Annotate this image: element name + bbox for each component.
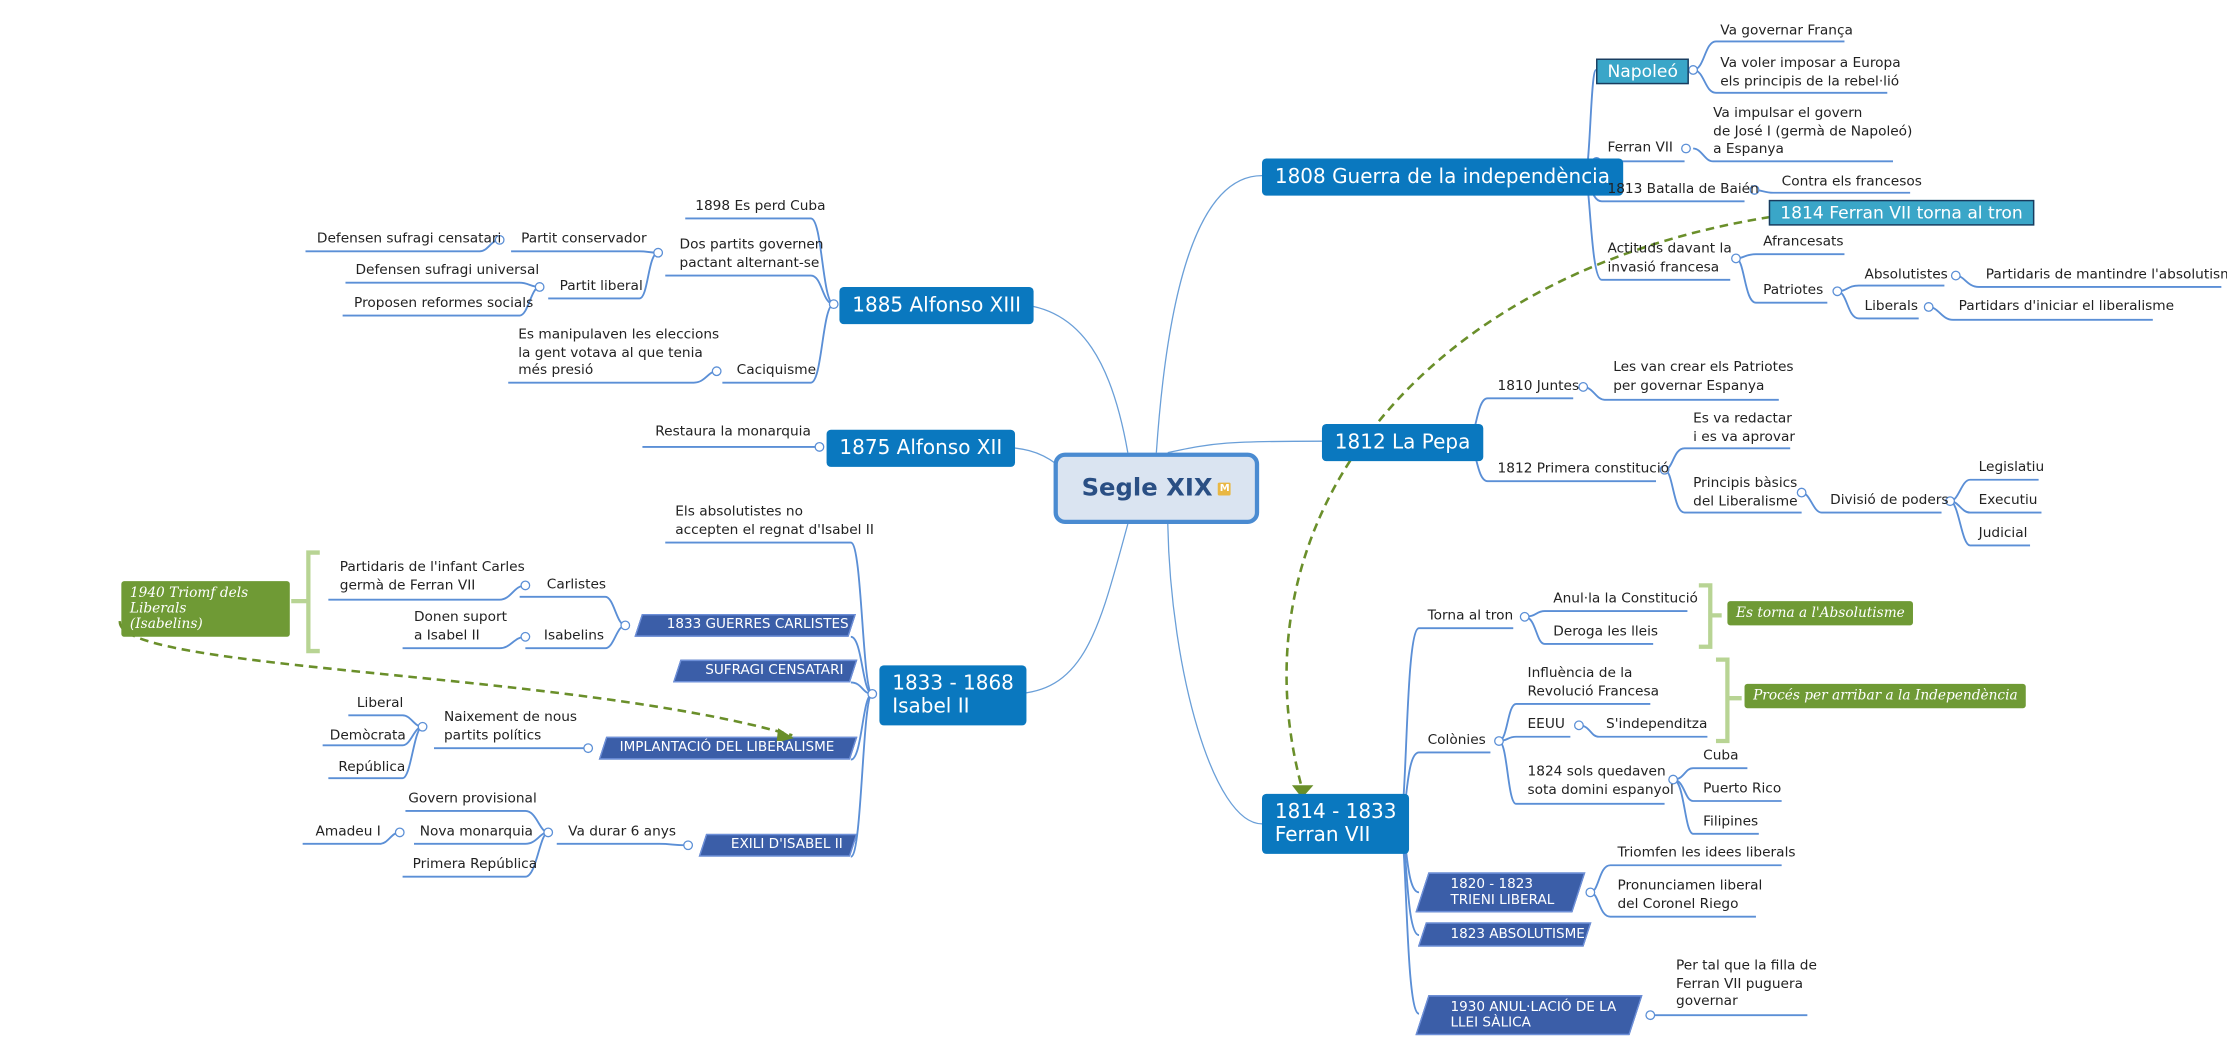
node-absolutistes-no[interactable]: Els absolutistes no accepten el regnat d… xyxy=(675,504,874,538)
callout-triomf-liberals[interactable]: 1940 Triomf dels Liberals (Isabelins) xyxy=(121,581,290,637)
node-sufragi-censatari[interactable]: SUFRAGI CENSATARI xyxy=(672,659,858,683)
central-topic[interactable]: Segle XIX M xyxy=(1053,452,1260,525)
node-democrata[interactable]: Demòcrata xyxy=(329,728,406,744)
topic-guerra[interactable]: 1808 Guerra de la independència xyxy=(1261,158,1623,196)
node-liberal[interactable]: Liberal xyxy=(356,695,404,712)
node-ferran-vii[interactable]: Ferran VII xyxy=(1607,139,1673,156)
node-legislatiu[interactable]: Legislatiu xyxy=(1978,459,2045,476)
node-sufragi-label: SUFRAGI CENSATARI xyxy=(705,662,844,679)
node-trieni-label: 1820 - 1823 TRIENI LIBERAL xyxy=(1450,875,1555,909)
topic-isabel[interactable]: 1833 - 1868 Isabel II xyxy=(879,665,1027,726)
node-llei-salica[interactable]: 1930 ANUL·LACIÓ DE LA LLEI SÀLICA xyxy=(1415,995,1643,1036)
node-amadeu[interactable]: Amadeu I xyxy=(315,823,381,840)
node-guerres-label: 1833 GUERRES CARLISTES xyxy=(666,617,849,633)
node-trieni-liberal[interactable]: 1820 - 1823 TRIENI LIBERAL xyxy=(1415,872,1586,913)
topic-alfonso-xii[interactable]: 1875 Alfonso XII xyxy=(826,429,1016,467)
node-reformes[interactable]: Proposen reformes socials xyxy=(354,295,534,312)
node-cuba[interactable]: Cuba xyxy=(1703,748,1739,764)
node-implantacio[interactable]: IMPLANTACIÓ DEL LIBERALISME xyxy=(598,736,858,760)
node-puerto-rico[interactable]: Puerto Rico xyxy=(1703,781,1782,797)
node-absolutisme-1823[interactable]: 1823 ABSOLUTISME xyxy=(1417,922,1592,947)
topic-alfonso-xiii[interactable]: 1885 Alfonso XIII xyxy=(839,286,1034,325)
node-ferran-vii-1[interactable]: Va impulsar el govern de José I (germà d… xyxy=(1713,105,1913,158)
node-naixement[interactable]: Naixement de nous partits polítics xyxy=(443,709,578,744)
node-constitucio[interactable]: 1812 Primera constitució xyxy=(1497,461,1670,477)
node-napoleo[interactable]: Napoleó xyxy=(1596,58,1690,85)
node-colonies[interactable]: Colònies xyxy=(1427,732,1486,749)
node-divisio[interactable]: Divisió de poders xyxy=(1830,492,1949,509)
node-republica[interactable]: República xyxy=(338,759,406,776)
node-principis[interactable]: Principis bàsics del Liberalisme xyxy=(1693,475,1798,510)
node-govern-provisional[interactable]: Govern provisional xyxy=(408,791,537,807)
node-llei-salica-label: 1930 ANUL·LACIÓ DE LA LLEI SÀLICA xyxy=(1450,998,1617,1031)
node-absolutisme-label: 1823 ABSOLUTISME xyxy=(1450,926,1585,942)
node-patriotes[interactable]: Patriotes xyxy=(1763,282,1824,299)
node-liberals-1[interactable]: Partidars d'iniciar el liberalisme xyxy=(1958,298,2175,315)
node-carlistes-1[interactable]: Partidaris de l'infant Carles germà de F… xyxy=(339,559,525,594)
node-executiu[interactable]: Executiu xyxy=(1978,492,2038,509)
node-primera-republica[interactable]: Primera República xyxy=(412,856,538,873)
node-absolutistes-1[interactable]: Partidaris de mantindre l'absolutisme xyxy=(1985,266,2227,283)
node-juntes[interactable]: 1810 Juntes xyxy=(1497,378,1580,395)
node-actituds[interactable]: Actituds davant la invasió francesa xyxy=(1607,241,1732,275)
node-deroga[interactable]: Deroga les lleis xyxy=(1553,623,1659,640)
node-afrancesats[interactable]: Afrancesats xyxy=(1763,234,1844,250)
topic-ferran[interactable]: 1814 - 1833 Ferran VII xyxy=(1261,793,1410,854)
node-triomfen[interactable]: Triomfen les idees liberals xyxy=(1617,845,1796,861)
node-partit-conservador[interactable]: Partit conservador xyxy=(521,231,647,248)
node-implantacio-label: IMPLANTACIÓ DEL LIBERALISME xyxy=(619,739,835,756)
node-napoleo-1[interactable]: Va governar França xyxy=(1720,22,1853,39)
node-sis-anys[interactable]: Va durar 6 anys xyxy=(568,823,677,840)
node-filipines[interactable]: Filipines xyxy=(1703,813,1759,830)
node-eeuu[interactable]: EEUU xyxy=(1527,716,1565,733)
node-exili[interactable]: EXILI D'ISABEL II xyxy=(698,833,858,857)
callout-independencia[interactable]: Procés per arribar a la Independència xyxy=(1744,683,2027,709)
node-napoleo-2[interactable]: Va voler imposar a Europa els principis … xyxy=(1720,55,1901,90)
node-judicial[interactable]: Judicial xyxy=(1978,525,2028,542)
node-manipulaven[interactable]: Es manipulaven les eleccions la gent vot… xyxy=(518,326,720,379)
node-baien-1[interactable]: Contra els francesos xyxy=(1781,174,1922,190)
marker-icon: M xyxy=(1218,481,1232,495)
node-isabelins[interactable]: Isabelins xyxy=(543,628,605,644)
node-caciquisme[interactable]: Caciquisme xyxy=(736,362,817,379)
node-anul-constitucio[interactable]: Anul·la la Constitució xyxy=(1553,591,1698,607)
node-censatari[interactable]: Defensen sufragi censatari xyxy=(316,231,502,248)
node-guerres-carlistes[interactable]: 1833 GUERRES CARLISTES xyxy=(634,613,856,637)
node-baien[interactable]: 1813 Batalla de Baién xyxy=(1607,181,1759,198)
node-dos-partits[interactable]: Dos partits governen pactant alternant-s… xyxy=(679,237,824,271)
node-redactar[interactable]: Es va redactar i es va aprovar xyxy=(1693,411,1796,445)
node-exili-label: EXILI D'ISABEL II xyxy=(730,837,843,853)
central-title: Segle XIX xyxy=(1081,474,1213,503)
node-liberals[interactable]: Liberals xyxy=(1864,298,1918,315)
node-torna-al-tron[interactable]: Torna al tron xyxy=(1427,608,1514,624)
node-restaura[interactable]: Restaura la monarquia xyxy=(655,424,811,440)
node-universal[interactable]: Defensen sufragi universal xyxy=(355,262,540,279)
node-isabelins-1[interactable]: Donen suport a Isabel II xyxy=(414,609,507,644)
node-es-perd-cuba[interactable]: 1898 Es perd Cuba xyxy=(695,198,826,215)
node-torna-tron[interactable]: 1814 Ferran VII torna al tron xyxy=(1768,199,2035,226)
node-influencia[interactable]: Influència de la Revolució Francesa xyxy=(1527,665,1659,699)
node-juntes-1[interactable]: Les van crear els Patriotes per governar… xyxy=(1613,359,1794,394)
node-salica-1[interactable]: Per tal que la filla de Ferran VII pugue… xyxy=(1676,958,1817,1010)
node-absolutistes[interactable]: Absolutistes xyxy=(1864,266,1948,283)
node-nova-monarquia[interactable]: Nova monarquia xyxy=(419,823,533,840)
node-quedaven[interactable]: 1824 sols quedaven sota domini espanyol xyxy=(1527,763,1674,798)
node-pronunciamen[interactable]: Pronunciamen liberal del Coronel Riego xyxy=(1617,878,1763,912)
node-partit-liberal[interactable]: Partit liberal xyxy=(559,278,643,295)
node-independitza[interactable]: S'independitza xyxy=(1606,716,1708,733)
topic-pepa[interactable]: 1812 La Pepa xyxy=(1321,424,1484,462)
node-carlistes[interactable]: Carlistes xyxy=(546,576,607,593)
callout-absolutisme[interactable]: Es torna a l'Absolutisme xyxy=(1727,601,1914,626)
